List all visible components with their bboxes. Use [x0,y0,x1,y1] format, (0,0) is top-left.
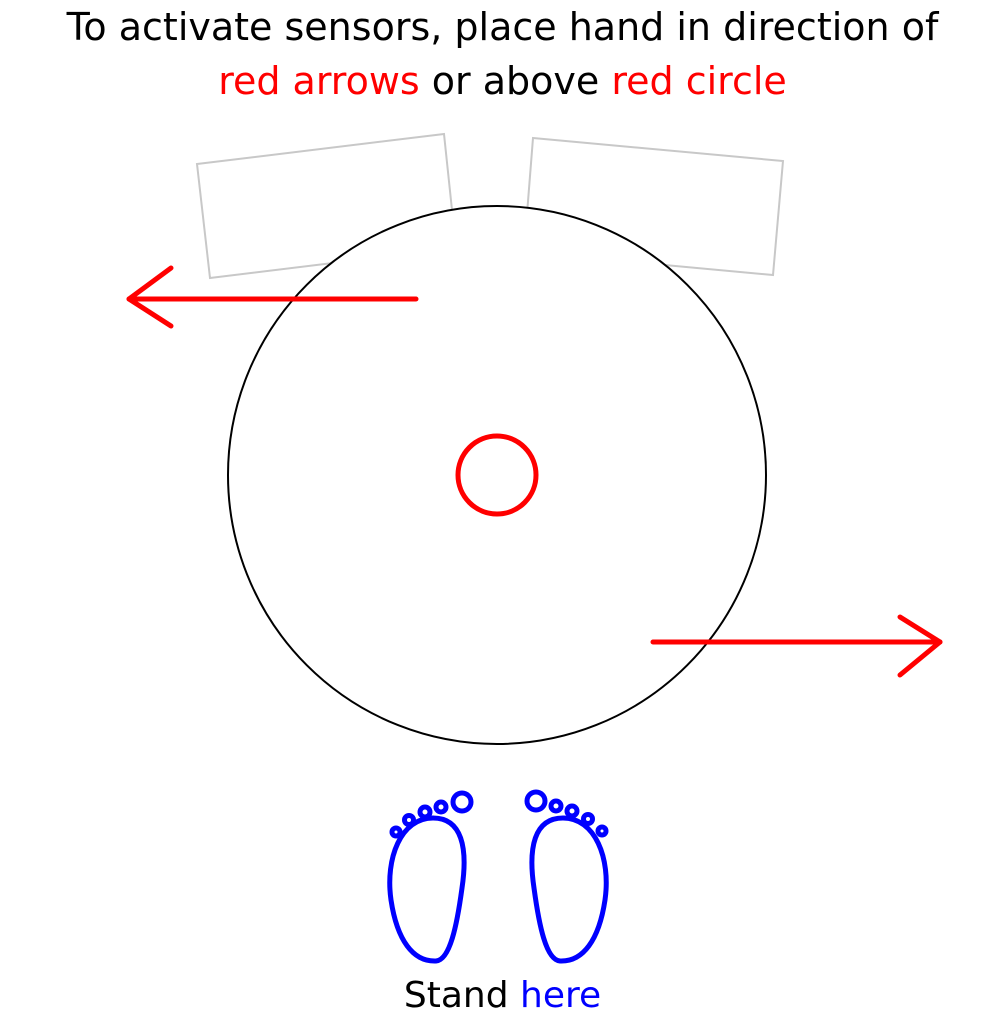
instruction-line-1: To activate sensors, place hand in direc… [66,5,939,49]
or-above-text: or above [419,59,612,103]
big-circle [227,205,767,745]
right-foot-icon [524,789,609,964]
instruction-line-2: red arrows or above red circle [0,62,1005,100]
stand-text: Stand [403,975,520,1016]
red-circle-icon [455,433,539,517]
stand-here-label: Stand here [0,978,1005,1014]
arrow-right-icon [650,614,943,678]
red-circle-text: red circle [611,59,787,103]
here-text: here [520,975,602,1016]
red-arrows-text: red arrows [218,59,420,103]
left-foot-icon [387,790,474,964]
arrow-left-icon [126,265,419,329]
